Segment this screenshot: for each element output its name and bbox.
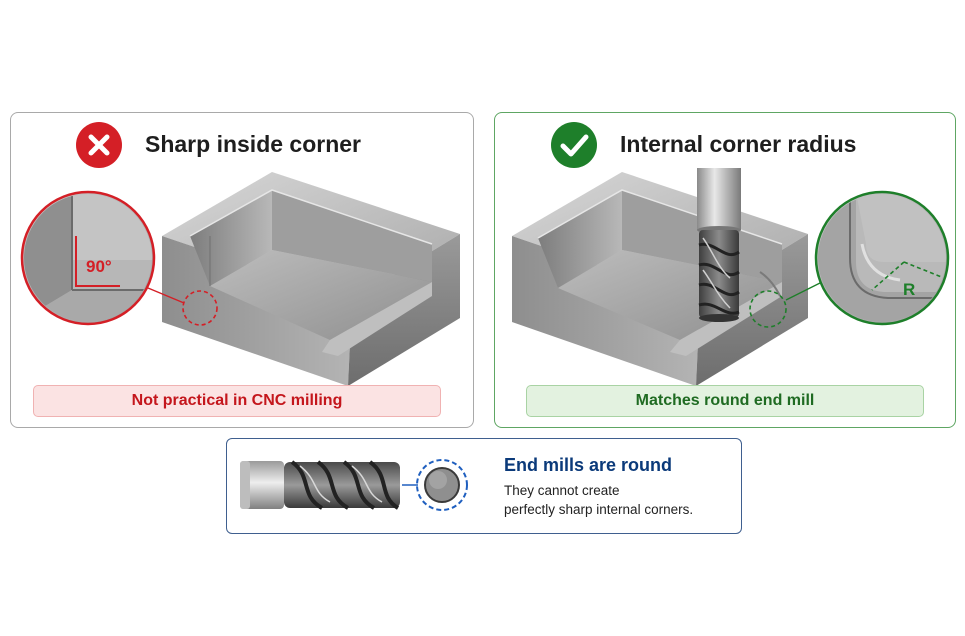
radius-label: R xyxy=(903,280,916,299)
corner-radius-title: Internal corner radius xyxy=(620,131,857,157)
check-mark-icon xyxy=(551,122,597,168)
corner-radius-caption: Matches round end mill xyxy=(526,385,924,417)
sharp-corner-caption: Not practical in CNC milling xyxy=(33,385,441,417)
x-mark-icon xyxy=(76,122,122,168)
angle-label: 90° xyxy=(86,257,112,276)
info-line-2: perfectly sharp internal corners. xyxy=(504,502,694,517)
info-line-1: They cannot create xyxy=(504,483,620,498)
sharp-corner-title: Sharp inside corner xyxy=(145,131,362,157)
info-title: End mills are round xyxy=(504,455,673,475)
